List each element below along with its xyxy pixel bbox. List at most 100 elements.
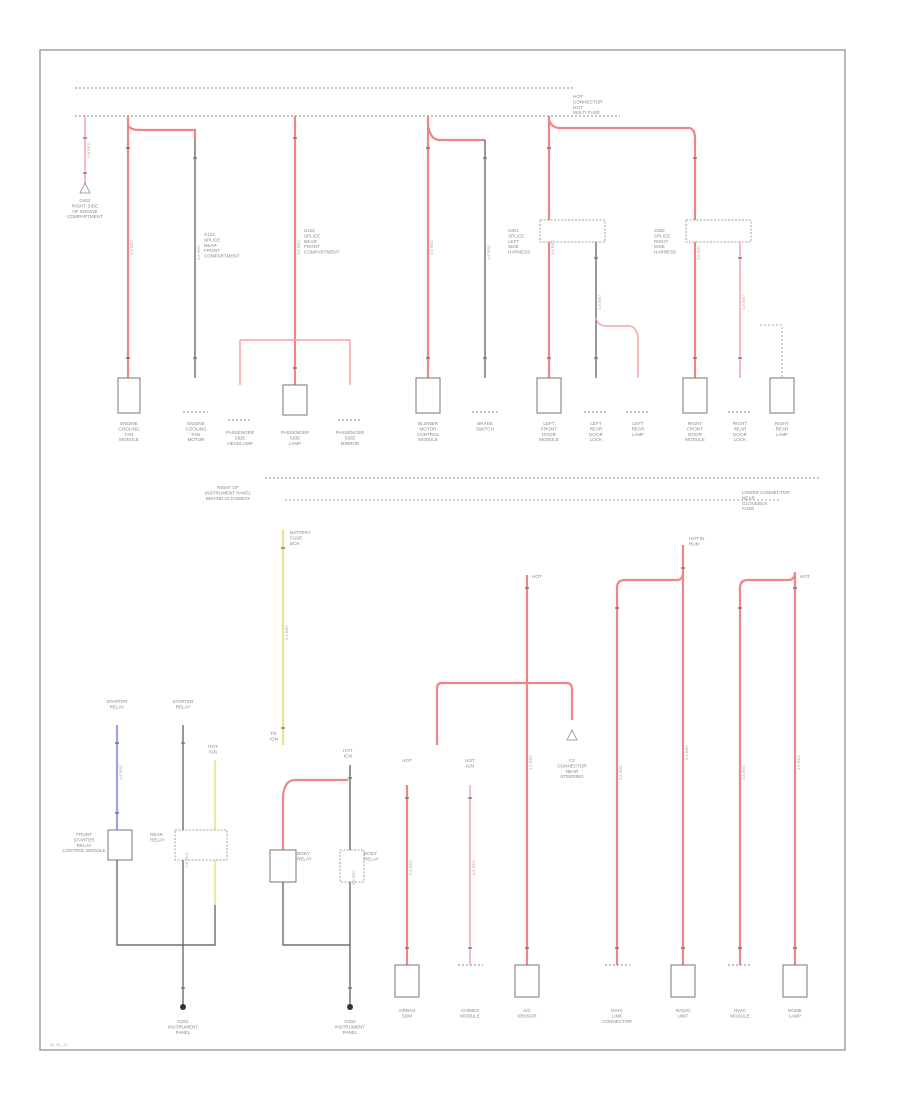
col2-component-box <box>117 377 141 414</box>
wire-code-label: 0.8 RED <box>86 142 91 157</box>
wire-code-label: 0.8 RED <box>351 870 356 885</box>
wire-code-label: 0.8 RED <box>696 245 701 260</box>
relay3-box <box>269 849 297 883</box>
diagram-id: W_S1_17 <box>50 1042 68 1047</box>
k1-top-label: HOT <box>402 758 412 763</box>
relay1-box <box>107 829 133 861</box>
wire-code-label: 0.8 RED <box>408 860 413 875</box>
right-comp3-box <box>769 377 795 414</box>
right-splice-connector <box>685 219 752 243</box>
k-connector-symbol <box>566 729 578 741</box>
col1-ground-symbol <box>79 182 91 194</box>
wire-code-label: 0.8 RED <box>528 755 533 770</box>
k4-top-label: HOT <box>800 574 810 579</box>
b1-box <box>394 964 420 998</box>
wire-code-label: 0.8 RED <box>429 240 434 255</box>
k3-top-label: HOT <box>532 574 542 579</box>
wire-code-label: 0.8 RED <box>184 852 189 867</box>
col4-component-box <box>415 377 441 414</box>
wire-code-label: 0.8 RED <box>597 295 602 310</box>
wire-code-label: 0.8 RED <box>741 765 746 780</box>
col3-mid-box <box>282 384 308 416</box>
wire-code-label: 0.8 RED <box>684 745 689 760</box>
b7-box <box>782 964 808 998</box>
ground-left-dot <box>180 1004 186 1010</box>
wire-code-label: 0.8 RED <box>618 765 623 780</box>
connector-pin-marks: 0.8 RED 0.8 RED 0.8 RED 0.8 RED 0.8 RED 0.8 R… <box>83 137 801 989</box>
left-splice-connector <box>539 219 606 243</box>
wire-code-label: 0.8 RED <box>118 765 123 780</box>
wire-code-label: 0.8 RED <box>284 625 289 640</box>
wire-code-label: 0.8 RED <box>550 240 555 255</box>
left-component-box <box>536 377 562 414</box>
b3-box <box>514 964 540 998</box>
wire-code-label: 0.8 RED <box>741 295 746 310</box>
relay2-connector <box>174 829 228 861</box>
wire-code-label: 0.8 RED <box>129 240 134 255</box>
relay4-connector <box>339 849 365 883</box>
right-component-box <box>682 377 708 414</box>
wire-code-label: 0.8 RED <box>471 860 476 875</box>
wire-code-label: 0.8 RED <box>196 245 201 260</box>
wire-code-label: 0.8 RED <box>486 245 491 260</box>
diagram-frame <box>39 49 846 1051</box>
wire-code-label: 0.8 RED <box>296 240 301 255</box>
b5-box <box>670 964 696 998</box>
wire-code-label: 0.8 RED <box>796 755 801 770</box>
ground-right-dot <box>347 1004 353 1010</box>
